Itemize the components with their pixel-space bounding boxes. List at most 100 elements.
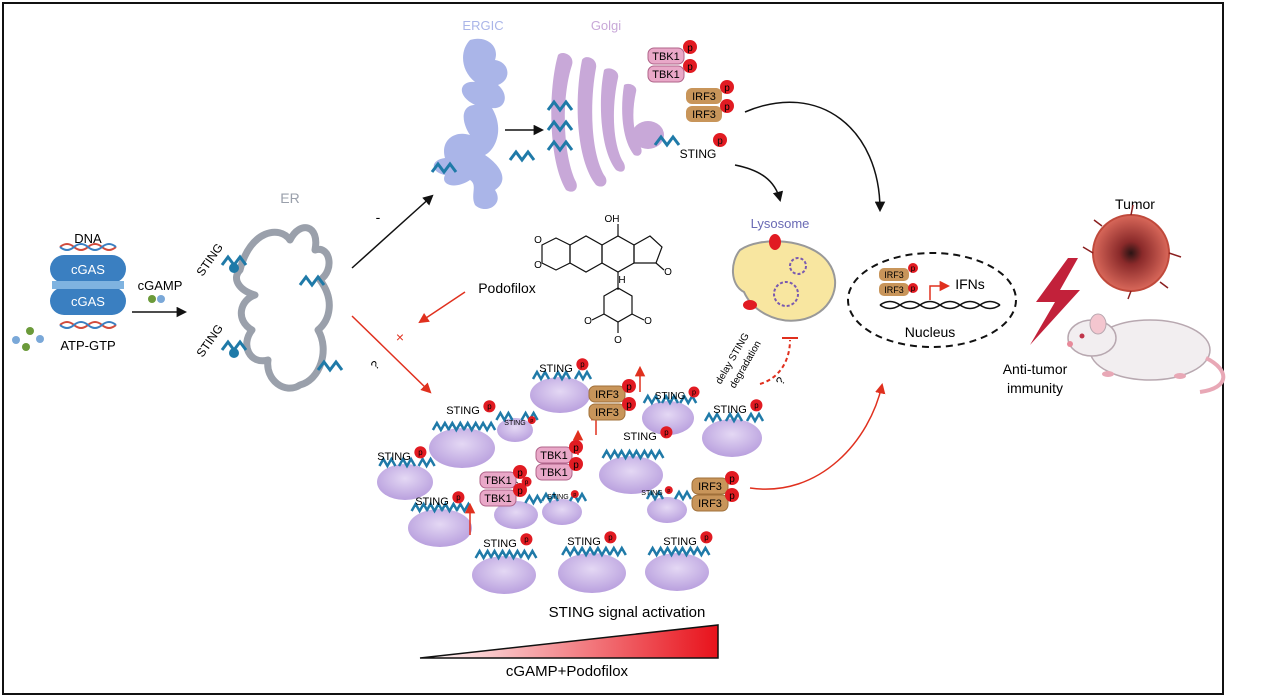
autophagosome-1 [789, 257, 807, 275]
phospho-icon [688, 386, 700, 398]
irf3-protein [588, 385, 626, 403]
phospho-icon [569, 457, 583, 471]
lightning-icon [1030, 258, 1080, 345]
phospho-label: p [626, 382, 632, 393]
sting-protein-icon [474, 548, 538, 561]
phospho-label: p [530, 418, 533, 424]
sting-protein-icon [561, 545, 627, 558]
irf3-golgi-1 [686, 88, 722, 104]
sting-protein-icon [645, 489, 693, 502]
sting-er-4 [316, 359, 344, 373]
sting-label: STING [663, 536, 697, 548]
sting-protein-icon [703, 411, 765, 424]
irf3-label: IRF3 [698, 481, 722, 493]
sting-label: STING [539, 363, 573, 375]
gradient-label: cGAMP+Podofilox [506, 663, 629, 680]
sting-protein-icon [410, 501, 474, 514]
golgi-label: Golgi [591, 18, 621, 33]
dna-label: DNA [74, 231, 102, 246]
sting-vesicle [599, 456, 663, 494]
sting-ergic-1 [430, 161, 458, 175]
anti-tumor-label-1: Anti-tumor [1003, 361, 1068, 377]
irf3-label: IRF3 [595, 389, 619, 401]
cross-mark: × [396, 329, 404, 345]
atp-gtp-label: ATP-GTP [60, 338, 115, 353]
irf3-label: IRF3 [698, 498, 722, 510]
tbk1-label-golgi-1: TBK1 [652, 51, 680, 63]
oh-label: OH [605, 214, 620, 225]
sting-vesicle [408, 509, 472, 547]
phospho-icon [513, 465, 527, 479]
minus-sign: - [376, 209, 381, 225]
phospho-label: p [664, 428, 669, 437]
phospho-label: p [626, 400, 632, 411]
phospho-label: p [692, 388, 696, 396]
phospho-label: p [573, 460, 579, 471]
sting-vesicle [530, 377, 590, 413]
figure-border [2, 2, 1224, 695]
autophagosome-2 [773, 281, 799, 307]
o-label: O [614, 335, 622, 346]
sting-protein-icon [431, 420, 497, 433]
h-label: H [618, 275, 625, 286]
question-mark: ? [773, 374, 789, 387]
tumor-icon [1092, 214, 1170, 292]
sting-label: STING [567, 536, 601, 548]
mouse-icon [1067, 313, 1226, 394]
arrow-cluster-to-nucleus [749, 382, 886, 490]
sting-er-1 [220, 254, 248, 273]
sting-label: STING [547, 494, 568, 501]
tbk1-label: TBK1 [540, 450, 568, 462]
signal-activation-label: STING signal activation [549, 604, 706, 621]
phospho-label: p [517, 486, 523, 497]
sting-vesicle [429, 428, 495, 468]
sting-vesicle [377, 464, 433, 500]
sting-label-er-2: STING [193, 322, 226, 360]
phospho-icon [513, 483, 527, 497]
phospho-icon [452, 491, 465, 504]
phospho-label: p [724, 102, 730, 113]
dna-helix-nucleus [879, 300, 1001, 310]
phospho-icon [725, 488, 739, 502]
cgamp-molecule-icon [148, 295, 165, 303]
sting-golgi-cluster [546, 99, 681, 153]
sting-protein-icon [642, 393, 698, 406]
phospho-label: p [573, 492, 576, 498]
o-label: O [664, 267, 672, 278]
irf3-label-nucleus-1: IRF3 [884, 270, 904, 280]
phospho-icon [660, 426, 673, 439]
tbk1-label-golgi-2: TBK1 [652, 69, 680, 81]
tbk1-label: TBK1 [540, 467, 568, 479]
phospho-label: p [911, 284, 916, 293]
phospho-icon [720, 99, 734, 113]
irf3-label-nucleus-2: IRF3 [884, 285, 904, 295]
phospho-icon [622, 379, 636, 393]
sting-vesicle [472, 556, 536, 594]
sting-label-er-1: STING [193, 241, 226, 279]
phospho-icon [683, 59, 697, 73]
inhibit-degradation [759, 339, 791, 385]
sting-protein-icon [647, 545, 711, 558]
nucleus-label: Nucleus [905, 324, 956, 340]
irf3-protein [691, 477, 729, 495]
irf3-label-golgi-1: IRF3 [692, 91, 716, 103]
phospho-icon [750, 399, 763, 412]
phospho-label: p [517, 468, 523, 479]
tbk1-golgi-1 [647, 47, 685, 65]
irf3-protein [691, 494, 729, 512]
tbk1-protein [479, 489, 517, 507]
lysosome-marker-top [769, 234, 781, 250]
sting-vesicle [642, 401, 694, 435]
phospho-icon [908, 283, 918, 293]
phospho-label: p [580, 360, 585, 369]
arrow-irf3-to-nucleus [744, 101, 886, 213]
sting-label: STING [504, 420, 525, 427]
phospho-icon [725, 471, 739, 485]
o-label: O [534, 235, 542, 246]
phospho-label: p [456, 493, 461, 502]
cgas-top-label: cGAS [71, 262, 105, 277]
irf3-protein [588, 403, 626, 421]
sting-label-golgi: STING [680, 147, 717, 161]
arrow-er-to-vesicles [351, 315, 432, 394]
